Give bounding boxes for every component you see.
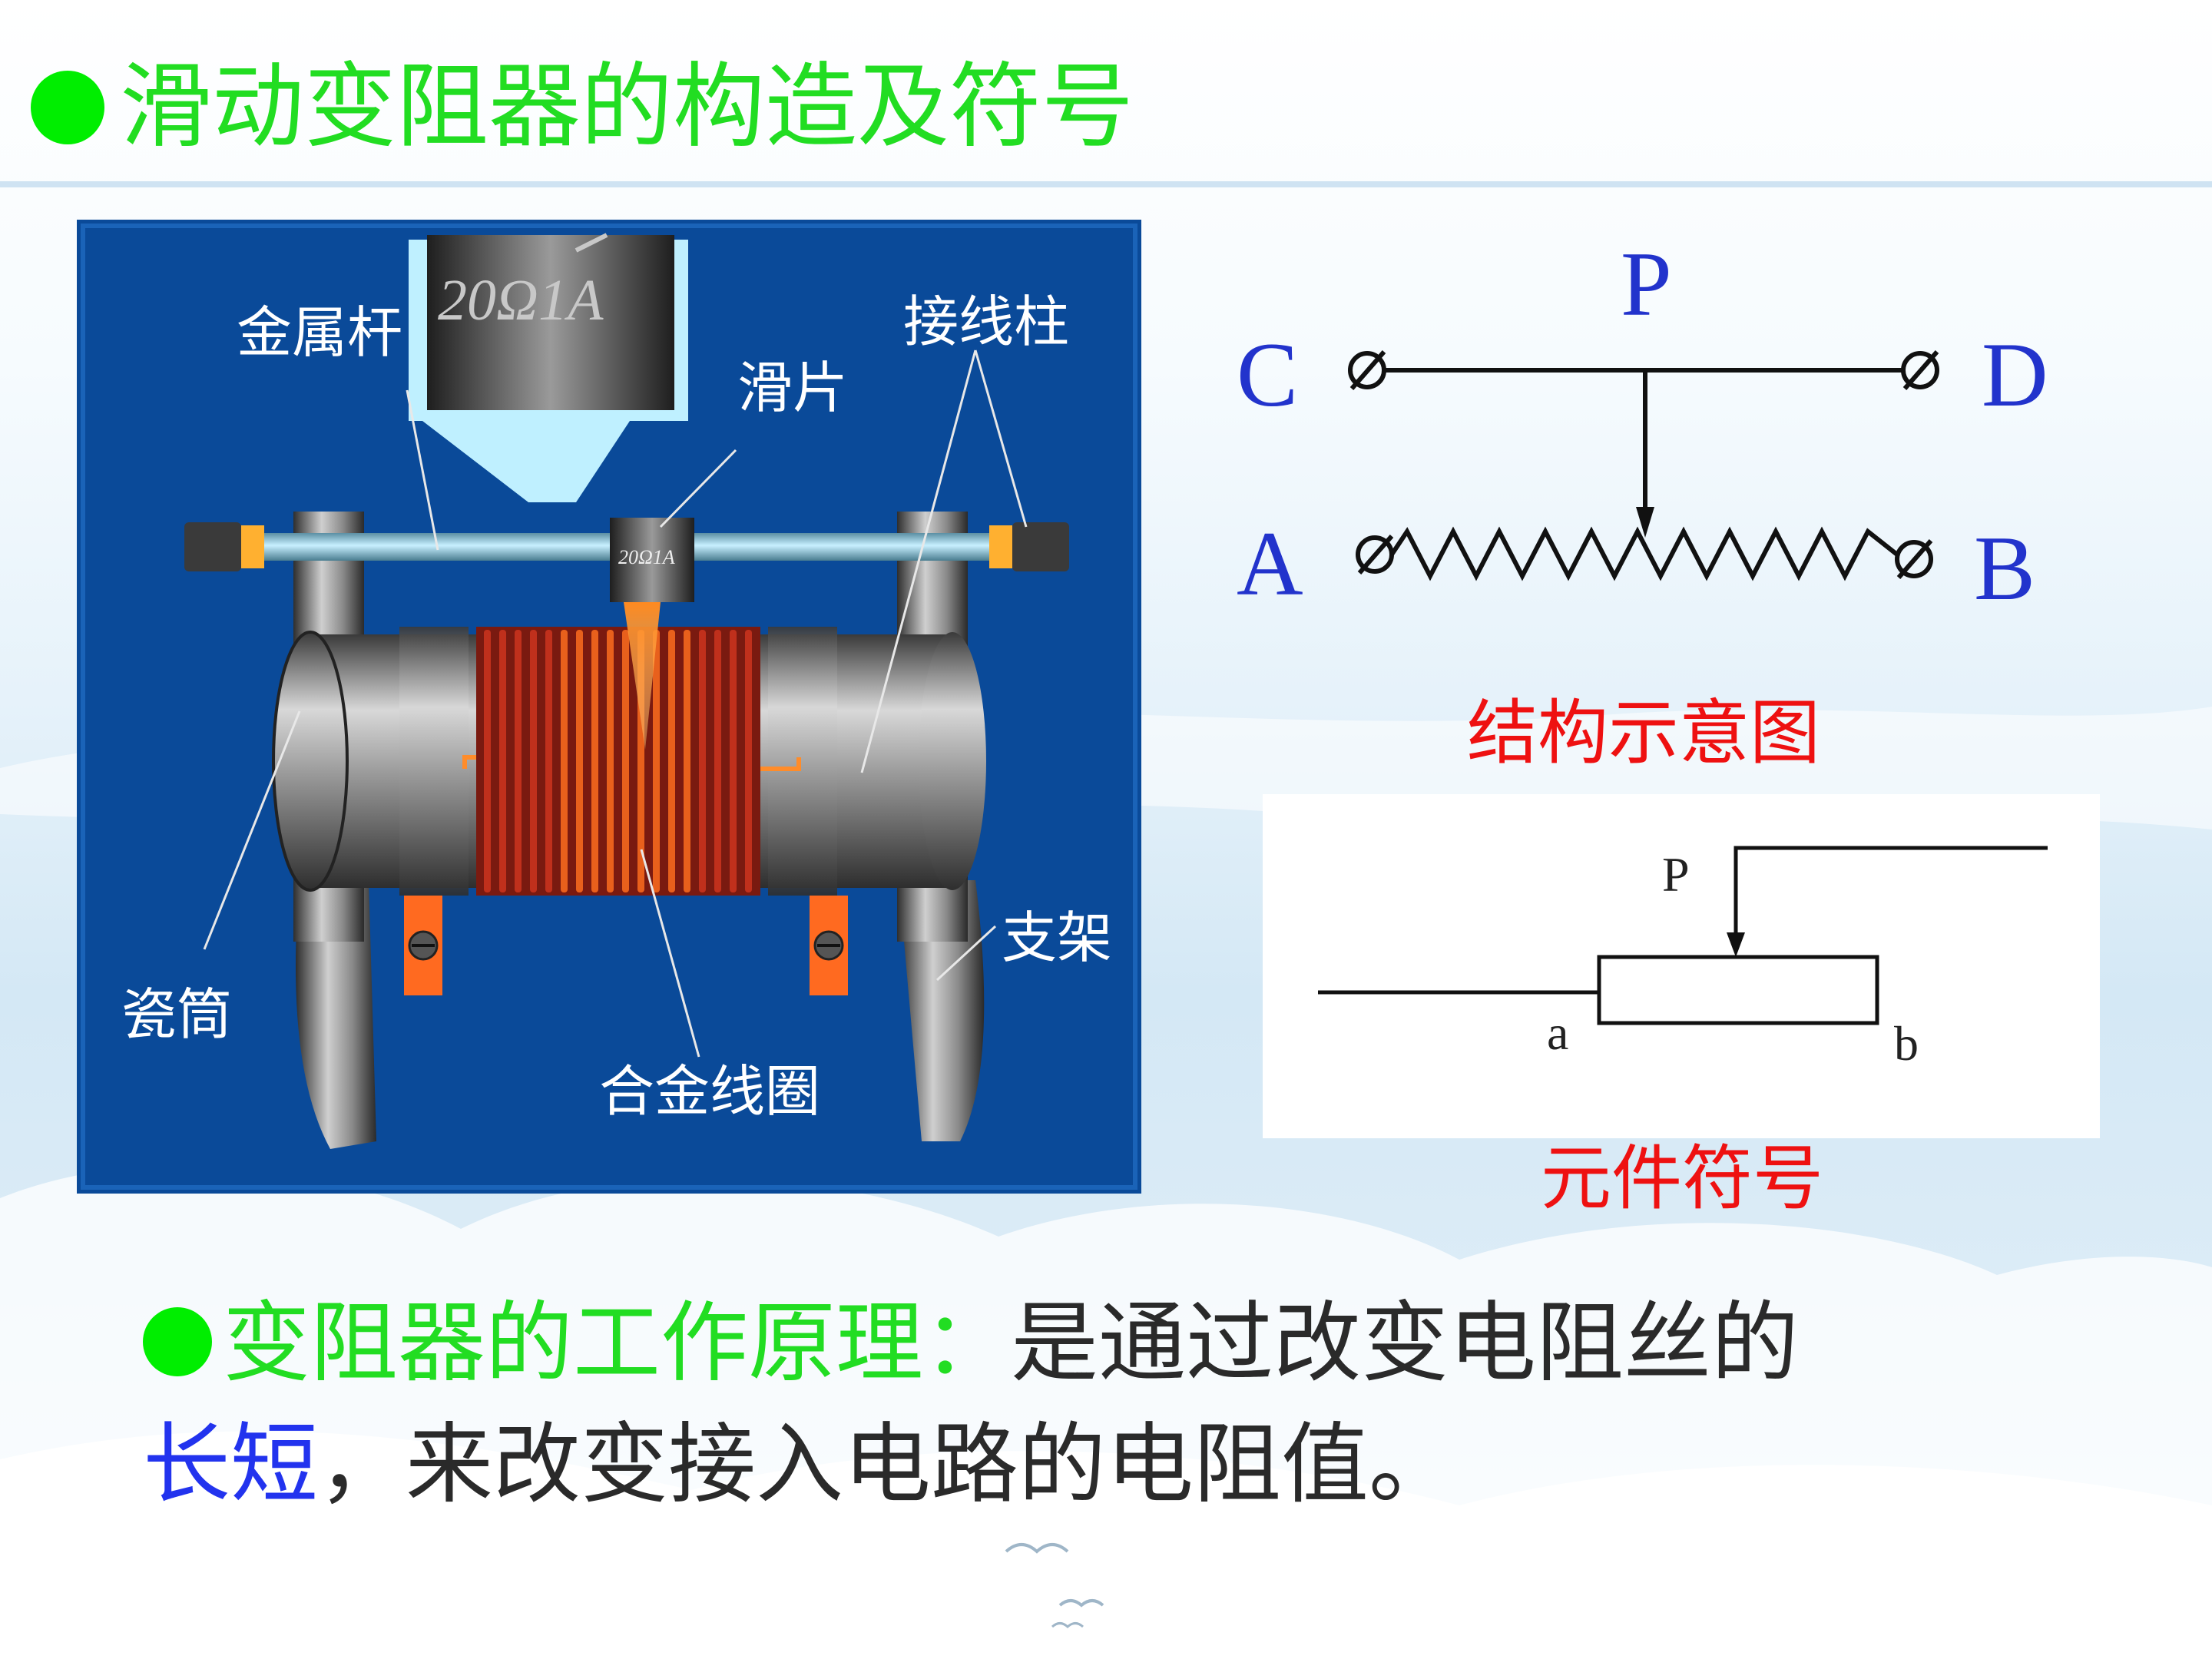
terminal-B-label: B — [1974, 517, 2035, 619]
component-symbol: P a b — [1263, 794, 2100, 1138]
alloy-coil-turns — [484, 630, 752, 892]
plate-rating-text: 20Ω1A — [438, 268, 604, 333]
principle-text-part1: 是通过改变电阻丝的 — [1011, 1292, 1800, 1394]
symbol-caption: 元件符号 — [1540, 1137, 1823, 1220]
coil-turn — [530, 630, 537, 892]
symbol-b-label: b — [1894, 1016, 1919, 1071]
symbol-P-label: P — [1662, 847, 1690, 902]
coil-turn — [745, 630, 752, 892]
coil-turn — [515, 630, 522, 892]
coil-turn — [561, 630, 568, 892]
coil-turn — [607, 630, 614, 892]
structure-schematic: P C D A B — [1237, 233, 2048, 619]
label-porcelain-tube: 瓷筒 — [121, 985, 232, 1046]
coil-turn — [484, 630, 491, 892]
coil-turn — [622, 630, 629, 892]
terminal-D-label: D — [1982, 323, 2048, 426]
coil-turn — [668, 630, 675, 892]
terminal-A-label: A — [1237, 512, 1303, 614]
coil-turn — [684, 630, 690, 892]
coil-turn — [591, 630, 598, 892]
label-metal-rod: 金属杆 — [237, 303, 402, 364]
coil-turn — [545, 630, 552, 892]
title-divider — [0, 181, 2212, 187]
coil-turn — [699, 630, 706, 892]
page-title-row: 滑动变阻器的构造及符号 — [31, 54, 1134, 161]
rheostat-photo: 20Ω1A 20Ω1A 金属杆 滑片 接线柱 瓷筒 — [77, 220, 1141, 1194]
terminal-C-label: C — [1237, 323, 1298, 426]
terminal-P-label: P — [1621, 233, 1672, 335]
label-bracket: 支架 — [1002, 908, 1112, 969]
principle-paragraph: 变阻器的工作原理：是通过改变电阻丝的长短，来改变接入电路的电阻值。 — [143, 1283, 2109, 1525]
symbol-a-label: a — [1547, 1005, 1568, 1060]
slider-rating-text: 20Ω1A — [618, 546, 675, 568]
coil-turn — [576, 630, 583, 892]
coil-turn — [730, 630, 737, 892]
principle-text-part2: ，来改变接入电路的电阻值。 — [318, 1413, 1457, 1515]
coil-turn — [499, 630, 506, 892]
label-terminal-post: 接线柱 — [903, 292, 1069, 353]
principle-label: 变阻器的工作原理： — [223, 1292, 1012, 1394]
coil-turn — [714, 630, 721, 892]
structure-caption: 结构示意图 — [1466, 692, 1820, 774]
page-title: 滑动变阻器的构造及符号 — [120, 54, 1134, 161]
principle-highlight: 长短 — [143, 1413, 319, 1515]
coil-turn — [653, 630, 660, 892]
label-alloy-coil: 合金线圈 — [599, 1061, 820, 1123]
bullet-icon — [143, 1307, 212, 1376]
label-slider: 滑片 — [737, 358, 848, 419]
bullet-icon — [31, 71, 104, 144]
